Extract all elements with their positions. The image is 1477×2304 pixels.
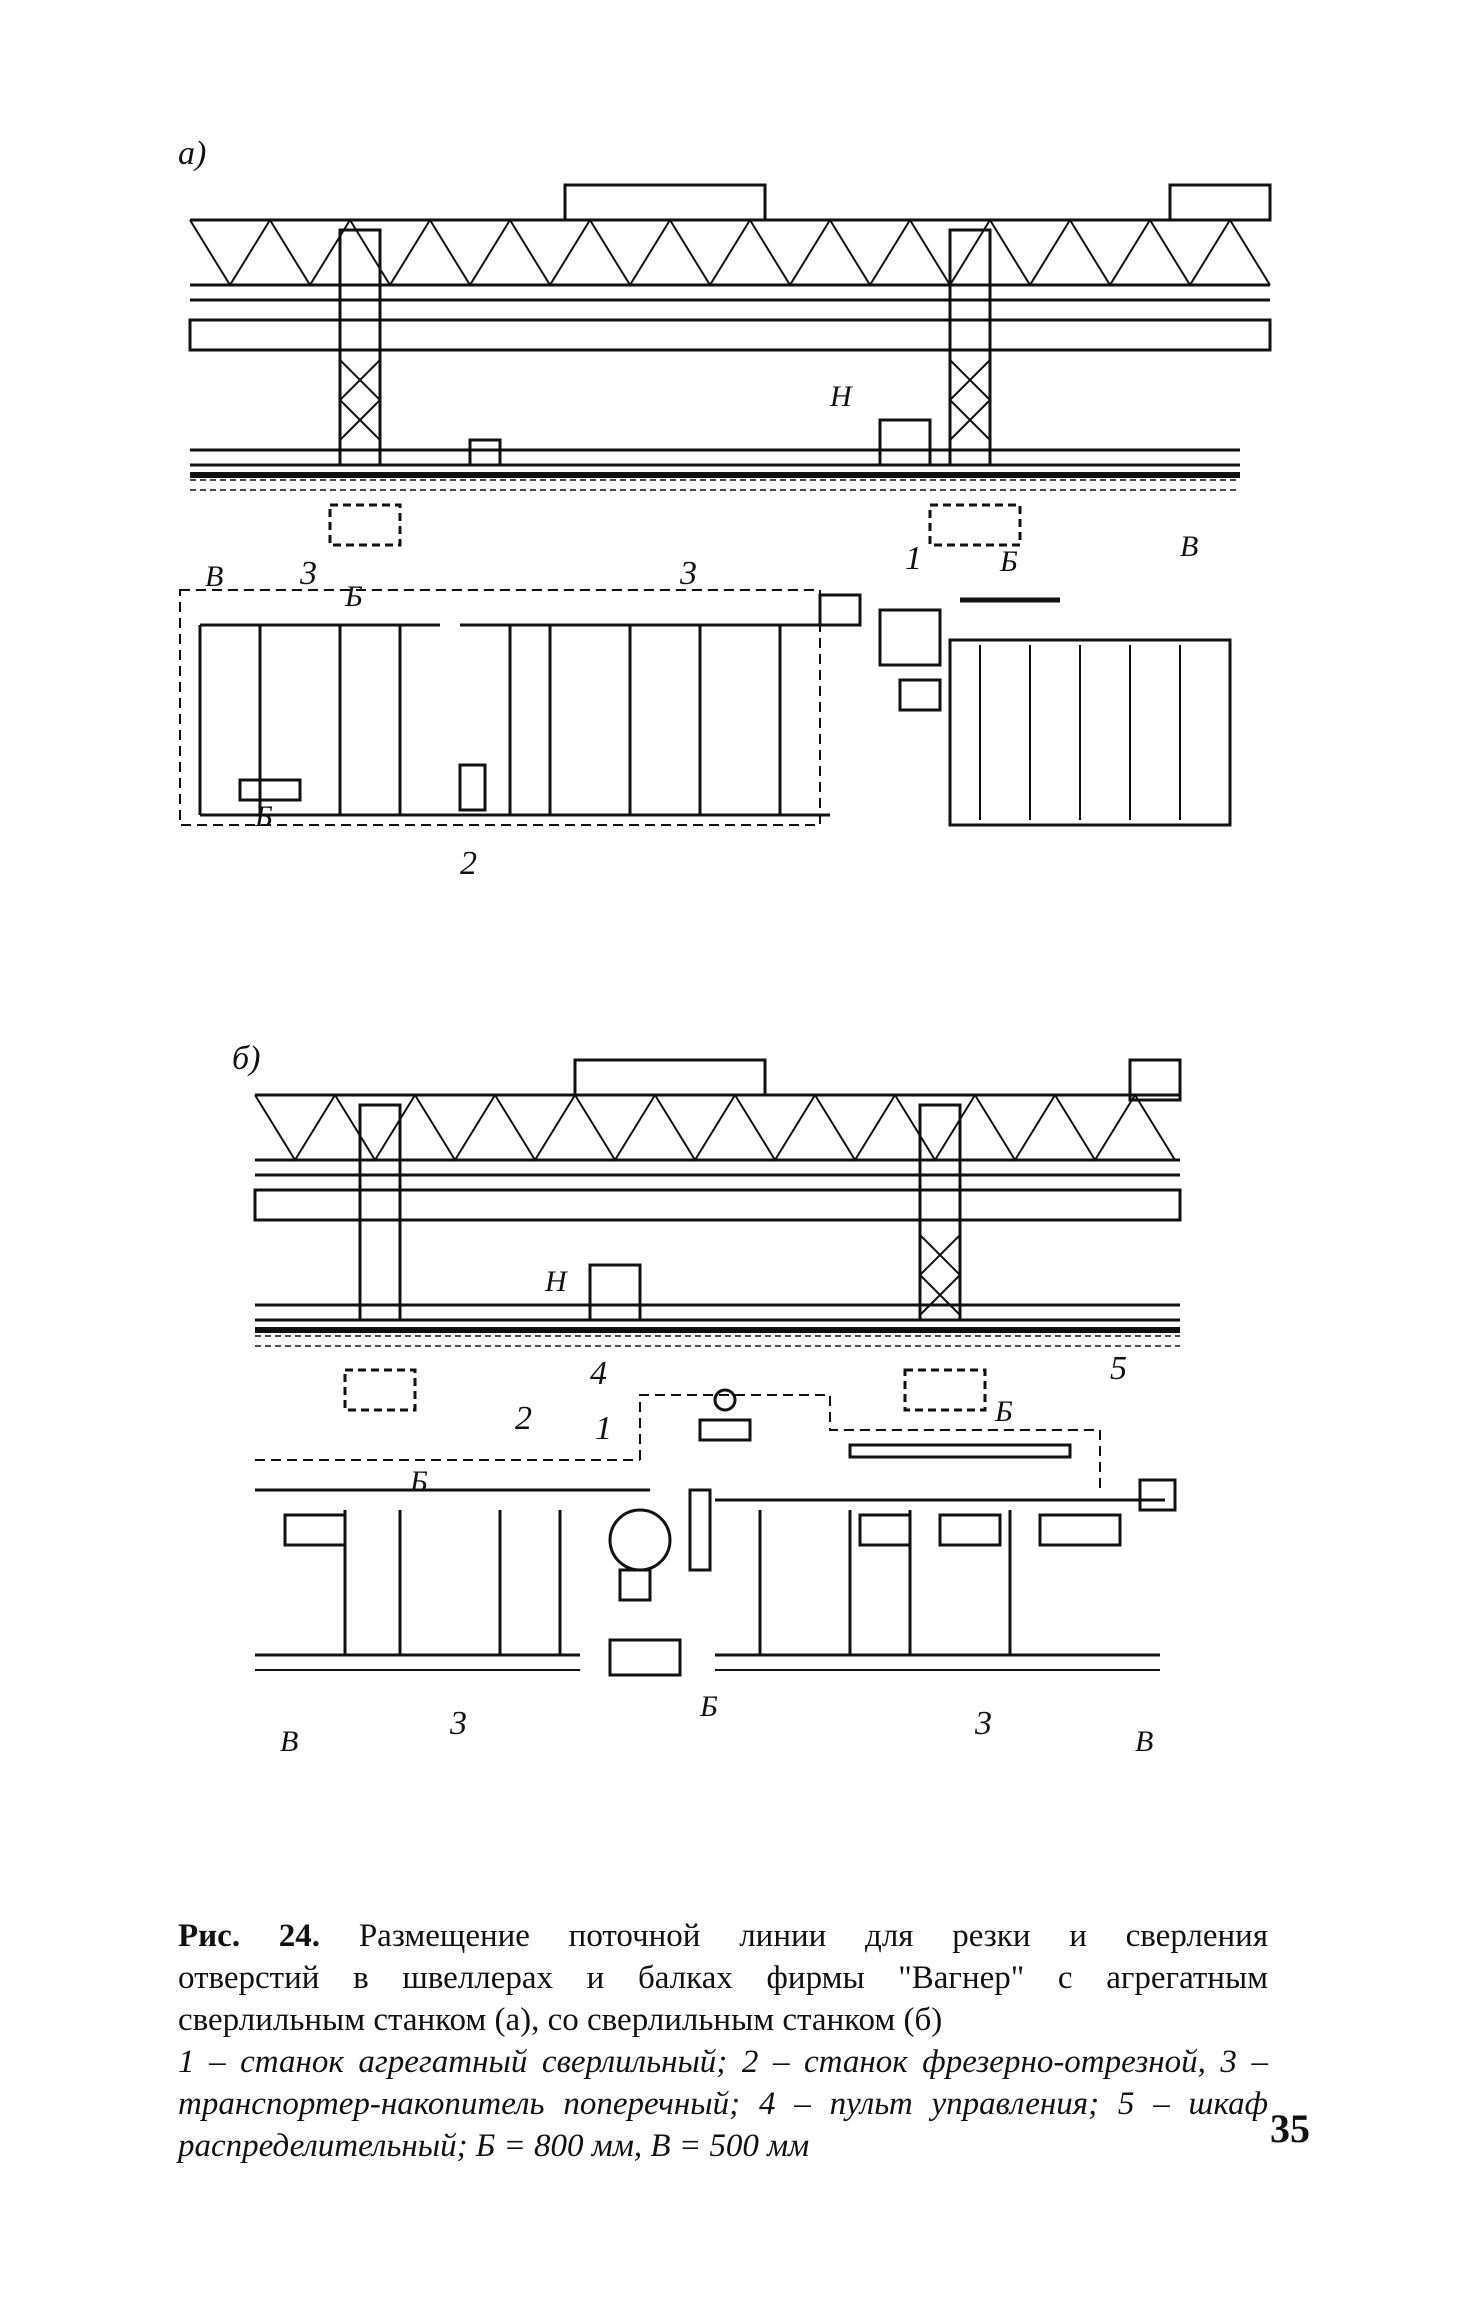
dim-b-left-b: В — [280, 1725, 299, 1758]
figure-number: Рис. 24. — [178, 1918, 321, 1954]
dim-h-a: Н — [830, 380, 852, 413]
dim-bhat-2-b: Б — [995, 1395, 1013, 1428]
callout-3a-a: 3 — [300, 555, 317, 592]
caption-line-2: отверстий в швеллерах и балках фирмы "Ва… — [178, 1960, 1268, 1996]
dim-bhat-1-a: Б — [345, 580, 363, 613]
callout-1-a: 1 — [905, 540, 922, 577]
panel-label-a: а) — [178, 135, 207, 172]
dim-b-right-b: В — [1135, 1725, 1154, 1758]
plan-view-a — [179, 503, 1232, 827]
dim-bhat-3-b: Б — [700, 1690, 718, 1723]
plan-view-b — [255, 1368, 1177, 1677]
callout-5-b: 5 — [1110, 1350, 1127, 1387]
drawing-b — [253, 1058, 1182, 1677]
dim-bhat-1-b: Б — [410, 1465, 428, 1498]
dim-bhat-2-a: Б — [1000, 545, 1018, 578]
callout-2-b: 2 — [515, 1400, 532, 1437]
figure-caption: Рис. 24. Размещение поточной линии для р… — [178, 1915, 1268, 2167]
callout-2-a: 2 — [460, 845, 477, 882]
callout-3a-b: 3 — [450, 1705, 467, 1742]
panel-label-b: б) — [232, 1040, 261, 1077]
roof-section-b — [253, 1058, 1182, 1347]
dim-h-b: Н — [545, 1265, 567, 1298]
callout-3b-b: 3 — [975, 1705, 992, 1742]
caption-title-1: Размещение поточной линии для резки и св… — [358, 1918, 1268, 1954]
page-number: 35 — [1270, 2106, 1310, 2151]
callout-1-b: 1 — [595, 1410, 612, 1447]
caption-line-3: сверлильным станком (а), со сверлильным … — [178, 2002, 943, 2038]
drawing-a — [179, 183, 1272, 827]
dim-bhat-3-a: Б — [255, 800, 273, 833]
callout-3b-a: 3 — [680, 555, 697, 592]
roof-section-a — [188, 183, 1272, 491]
dim-b-left-a: В — [205, 560, 224, 593]
callout-4-b: 4 — [590, 1355, 607, 1392]
caption-legend: 1 – станок агрегатный сверлильный; 2 – с… — [178, 2044, 1268, 2164]
dim-b-right-a: В — [1180, 530, 1199, 563]
caption-line-1: Рис. 24. Размещение поточной линии для р… — [178, 1915, 1268, 1957]
